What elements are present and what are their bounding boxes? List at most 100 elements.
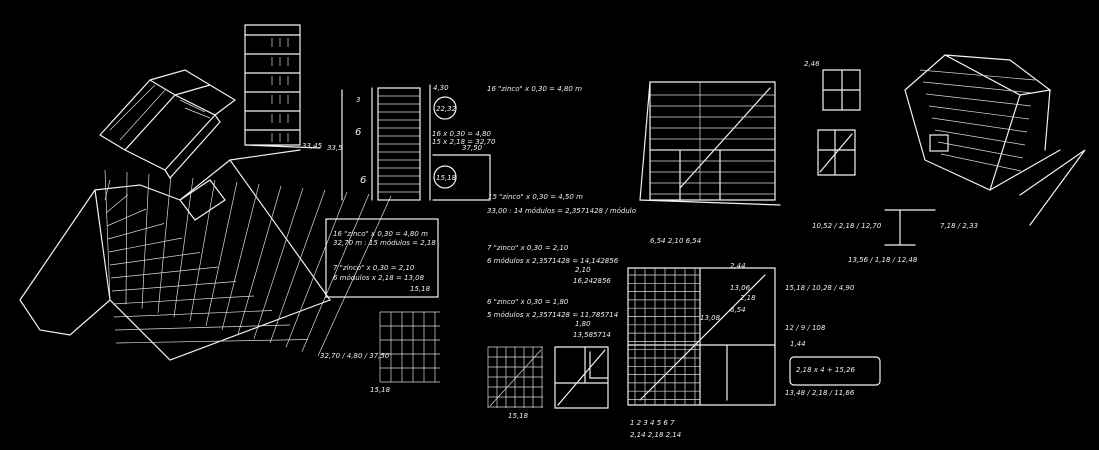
calc-line: 2,44 xyxy=(730,262,746,270)
sketch-line xyxy=(934,129,1026,146)
calc-line: 16 "zinco" x 0,30 = 4,80 m xyxy=(333,230,428,238)
calc-line: 5 módulos x 2,3571428 = 11,785714 xyxy=(487,311,618,319)
sketch-line xyxy=(253,187,304,339)
tower-dimension: 33,45 xyxy=(302,142,323,150)
right-calculations: 2,44 13,06 2,18 6,54 13,08 15,18 / 10,28… xyxy=(700,60,978,397)
calc-line: 2,18 x 4 + 15,26 xyxy=(796,366,856,374)
calc-line: 33,00 : 14 módulos = 2,3571428 / módulo xyxy=(487,207,636,215)
sketch-line xyxy=(109,252,201,266)
calculation-notes: 16 "zinco" x 0,30 = 4,80 m 15 "zinco" x … xyxy=(487,85,636,339)
sketch-line xyxy=(125,171,128,305)
calc-line: 15 "zinco" x 0,30 = 4,50 m xyxy=(488,193,583,201)
calc-line: 13,585714 xyxy=(573,331,611,339)
calc-line: 2,18 xyxy=(740,294,756,302)
calc-line: 13,48 / 2,18 / 11,66 xyxy=(785,389,855,397)
sketch-line xyxy=(285,191,348,348)
sketch-line xyxy=(237,185,282,335)
grid-square-sketch xyxy=(487,346,543,408)
sketch-line xyxy=(931,117,1028,133)
dimension-label: 33,5 xyxy=(327,144,343,152)
grid-label: 15,18 xyxy=(508,412,529,420)
circled-value xyxy=(433,165,457,189)
perspective-grid-sketch xyxy=(19,149,392,361)
dimension-label: 2,14 2,18 2,14 xyxy=(630,431,681,439)
grid-label: 15,18 xyxy=(370,386,391,394)
module-label: 6,54 2,10 6,54 xyxy=(650,237,701,245)
sketch-line xyxy=(113,310,273,318)
sketch-line xyxy=(105,194,129,214)
sketch-line xyxy=(112,295,255,305)
sketch-line xyxy=(221,183,260,331)
calc-line: 16 x 0,30 = 4,80 xyxy=(432,130,492,138)
sketch-line xyxy=(937,141,1024,159)
circled-label: 22,32 xyxy=(436,105,457,113)
calc-line: 1,80 xyxy=(575,320,591,328)
circled-label: 15,18 xyxy=(436,174,457,182)
corner-square-sketch xyxy=(554,346,609,409)
modular-block-sketch xyxy=(99,69,237,179)
grid-square-sketch xyxy=(379,311,440,383)
calc-line: 1,44 xyxy=(790,340,806,348)
calc-line: 10,52 / 2,18 / 12,70 xyxy=(812,222,882,230)
calc-line: 15,18 xyxy=(410,285,431,293)
calc-line: 7 "zinco" x 0,30 = 2,10 xyxy=(333,264,415,272)
sketch-line xyxy=(114,324,291,331)
dimension-label: 6 xyxy=(355,127,361,138)
sketch-line xyxy=(108,237,183,253)
calc-line: 6,54 xyxy=(730,306,746,314)
calc-line: 13,08 xyxy=(700,314,721,322)
calc-line: 15 x 2,18 = 32,70 xyxy=(432,138,496,146)
calc-line: 7,18 / 2,33 xyxy=(940,222,978,230)
calc-line: 6 módulos x 2,3571428 = 14,142856 xyxy=(487,257,619,265)
framed-calculation-box: 16 "zinco" x 0,30 = 4,80 m 32,70 m : 15 … xyxy=(325,218,439,298)
sketch-line xyxy=(173,177,194,318)
calc-line: 13,56 / 1,18 / 12,48 xyxy=(848,256,918,264)
sketch-line xyxy=(115,339,309,344)
tower-plan-sketch xyxy=(639,81,781,206)
sketch-line xyxy=(928,105,1030,120)
facade-elevation-sketch: 6,54 2,10 6,54 1 2 3 4 5 6 7 2,14 2,18 2… xyxy=(627,237,776,439)
calc-line: 13,06 xyxy=(730,284,751,292)
sketch-line xyxy=(106,208,147,227)
calc-line: 2,10 xyxy=(575,266,591,274)
sketch-line xyxy=(104,179,111,201)
calc-line: 16,242856 xyxy=(573,277,611,285)
calc-line: 37,50 xyxy=(462,144,483,152)
sketch-line xyxy=(922,81,1034,94)
sketch-line xyxy=(919,69,1036,81)
sketch-line xyxy=(107,223,165,240)
calc-line: 7 "zinco" x 0,30 = 2,10 xyxy=(487,244,569,252)
sketch-line xyxy=(104,169,111,301)
tower-elevation-sketch: 33,45 xyxy=(244,24,323,150)
dimension-label: 6 xyxy=(360,175,366,186)
sketch-line xyxy=(269,189,326,344)
sketch-line xyxy=(940,153,1022,172)
dimension-label: 4,30 xyxy=(433,84,449,92)
calc-line: 6 "zinco" x 0,30 = 1,80 xyxy=(487,298,569,306)
sketch-line xyxy=(157,175,172,313)
sketch-line xyxy=(301,193,370,352)
sketch-line xyxy=(189,179,216,322)
small-plan-sketches xyxy=(817,69,936,246)
calc-line: 6 módulos x 2,18 = 13,08 xyxy=(333,274,425,282)
calc-line: 32,70 m : 15 módulos = 2,18 xyxy=(333,239,436,247)
sketch-line xyxy=(141,173,150,309)
calc-line: 32,70 / 4,80 / 37,50 xyxy=(320,352,390,360)
sketch-line xyxy=(925,93,1032,107)
module-label: 1 2 3 4 5 6 7 xyxy=(630,419,675,427)
calc-line: 12 / 9 / 108 xyxy=(785,324,826,332)
sketch-line xyxy=(205,181,238,326)
section-elevation-sketch: 22,32 15,18 33,5 3 6 6 4,30 16 x 0,30 = … xyxy=(327,84,496,201)
circled-value xyxy=(433,96,457,120)
3d-volume-sketch xyxy=(904,54,1086,226)
sketch-line xyxy=(111,281,237,292)
sketch-line xyxy=(317,195,392,357)
dimension-label: 3 xyxy=(356,96,360,104)
framed-note xyxy=(789,356,881,386)
calc-line: 15,18 / 10,28 / 4,90 xyxy=(785,284,855,292)
sketch-line xyxy=(110,266,219,279)
sketch-line xyxy=(489,349,542,407)
calc-line: 16 "zinco" x 0,30 = 4,80 m xyxy=(487,85,582,93)
